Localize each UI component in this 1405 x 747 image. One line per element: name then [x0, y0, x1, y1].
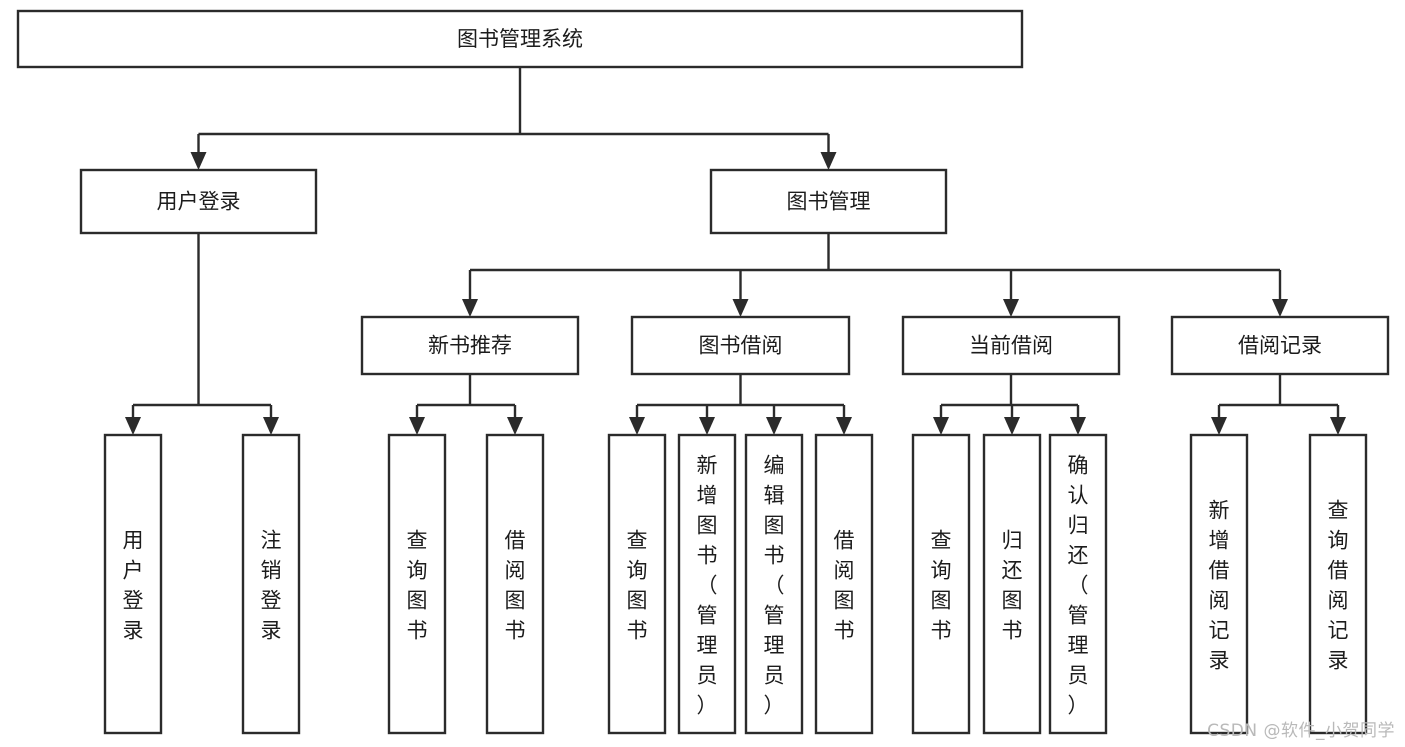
node-借阅图书[interactable]: 借阅图书	[485, 433, 545, 735]
node-label: 当前借阅	[969, 334, 1053, 358]
node-box	[982, 433, 1042, 735]
node-当前借阅[interactable]: 当前借阅	[901, 315, 1121, 376]
node-label: 查询图书	[627, 528, 648, 642]
node-box	[744, 433, 804, 735]
node-label: 新增借阅记录	[1209, 498, 1230, 672]
node-label: 查询图书	[407, 528, 428, 642]
node-查询图书[interactable]: 查询图书	[911, 433, 971, 735]
node-label: 图书借阅	[699, 334, 783, 358]
node-box	[241, 433, 301, 735]
node-box	[677, 433, 737, 735]
node-label: 借阅图书	[834, 528, 855, 642]
node-label: 用户登录	[157, 190, 241, 214]
node-label: 确认归还（管理员）	[1068, 453, 1089, 717]
node-box	[485, 433, 545, 735]
arrow-head-icon	[507, 417, 523, 435]
arrow-head-icon	[933, 417, 949, 435]
node-label: 新增图书（管理员）	[697, 453, 718, 717]
arrow-head-icon	[1330, 417, 1346, 435]
node-box	[1170, 315, 1390, 376]
node-归还图书[interactable]: 归还图书	[982, 433, 1042, 735]
node-查询图书[interactable]: 查询图书	[387, 433, 447, 735]
arrow-head-icon	[462, 299, 478, 317]
node-借阅图书[interactable]: 借阅图书	[814, 433, 874, 735]
node-box	[79, 168, 318, 235]
arrow-head-icon	[125, 417, 141, 435]
node-box	[630, 315, 851, 376]
arrow-head-icon	[190, 152, 207, 170]
node-查询借阅记录[interactable]: 查询借阅记录	[1308, 433, 1368, 735]
arrow-head-icon	[699, 417, 715, 435]
node-用户登录[interactable]: 用户登录	[103, 433, 163, 735]
node-box	[1048, 433, 1108, 735]
node-box	[814, 433, 874, 735]
node-label: 新书推荐	[428, 334, 512, 358]
node-label: 图书管理系统	[457, 27, 583, 51]
node-label: 编辑图书（管理员）	[764, 453, 785, 717]
node-box	[360, 315, 580, 376]
node-label: 注销登录	[261, 528, 282, 642]
node-图书管理系统[interactable]: 图书管理系统	[16, 9, 1024, 69]
node-label: 查询借阅记录	[1328, 498, 1349, 672]
arrow-head-icon	[1211, 417, 1227, 435]
node-新增借阅记录[interactable]: 新增借阅记录	[1189, 433, 1249, 735]
arrow-head-icon	[766, 417, 782, 435]
node-label: 查询图书	[931, 528, 952, 642]
node-label: 借阅图书	[505, 528, 526, 642]
node-注销登录[interactable]: 注销登录	[241, 433, 301, 735]
node-label: 用户登录	[123, 528, 144, 642]
node-box	[911, 433, 971, 735]
node-新书推荐[interactable]: 新书推荐	[360, 315, 580, 376]
connector-layer	[125, 67, 1346, 435]
node-图书管理[interactable]: 图书管理	[709, 168, 948, 235]
node-box	[709, 168, 948, 235]
node-用户登录[interactable]: 用户登录	[79, 168, 318, 235]
node-label: 借阅记录	[1238, 334, 1322, 358]
node-box	[1189, 433, 1249, 735]
arrow-head-icon	[1004, 417, 1020, 435]
node-label: 归还图书	[1002, 528, 1023, 642]
node-编辑图书管理员[interactable]: 编辑图书（管理员）	[744, 433, 804, 735]
node-借阅记录[interactable]: 借阅记录	[1170, 315, 1390, 376]
node-layer: 图书管理系统用户登录用户登录注销登录图书管理新书推荐查询图书借阅图书图书借阅查询…	[16, 9, 1390, 735]
arrow-head-icon	[409, 417, 425, 435]
arrow-head-icon	[1272, 299, 1288, 317]
node-box	[607, 433, 667, 735]
node-label: 图书管理	[787, 190, 871, 214]
arrow-head-icon	[1070, 417, 1086, 435]
arrow-head-icon	[820, 152, 837, 170]
arrow-head-icon	[263, 417, 279, 435]
node-box	[103, 433, 163, 735]
node-box	[387, 433, 447, 735]
node-查询图书[interactable]: 查询图书	[607, 433, 667, 735]
node-新增图书管理员[interactable]: 新增图书（管理员）	[677, 433, 737, 735]
node-box	[16, 9, 1024, 69]
node-图书借阅[interactable]: 图书借阅	[630, 315, 851, 376]
arrow-head-icon	[732, 299, 749, 317]
arrow-head-icon	[836, 417, 852, 435]
node-确认归还管理员[interactable]: 确认归还（管理员）	[1048, 433, 1108, 735]
node-box	[1308, 433, 1368, 735]
arrow-head-icon	[629, 417, 645, 435]
node-box	[901, 315, 1121, 376]
arrow-head-icon	[1003, 299, 1019, 317]
